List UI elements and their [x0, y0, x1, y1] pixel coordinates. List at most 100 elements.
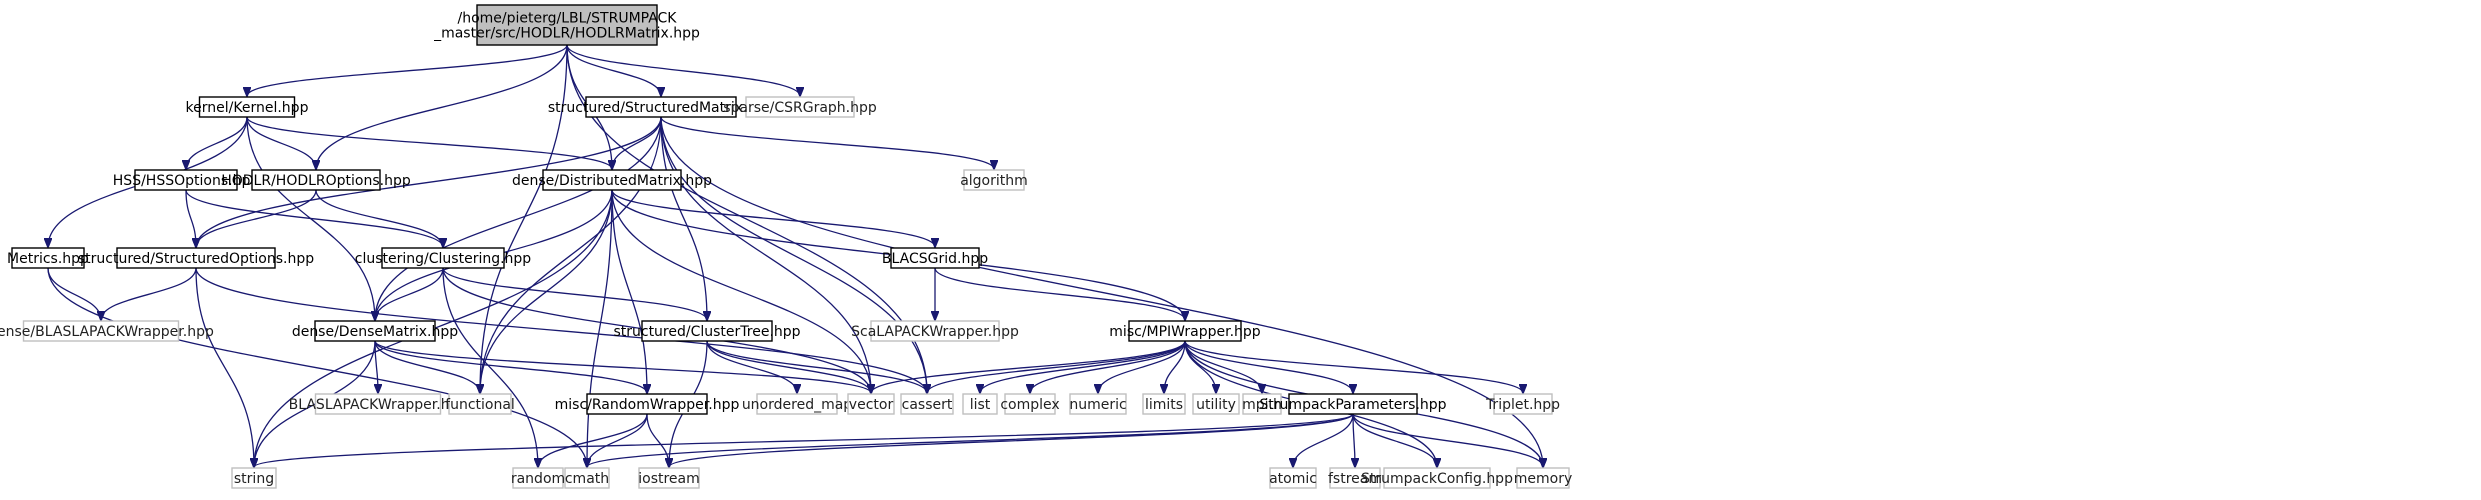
edge-densemat-to-functional [374, 340, 480, 393]
node-label-atomic: atomic [1269, 471, 1317, 487]
node-box-vector [847, 393, 895, 415]
edge-root-to-hodlropt [316, 44, 568, 169]
edge-structured-to-clustertree [660, 116, 707, 320]
node-mpiwrapper[interactable]: misc/MPIWrapper.hpp [1109, 320, 1261, 342]
node-cassert: cassert [900, 393, 954, 415]
edge-strumparams-to-string [254, 413, 1354, 467]
edge-distmat-to-vector [611, 189, 871, 393]
node-label-random: random [511, 471, 565, 487]
edge-clustertree-to-cassert [706, 340, 927, 393]
node-label-triplet: Triplet.hpp [1485, 397, 1560, 413]
node-box-hodlropt [251, 169, 381, 191]
edge-distmat-to-randomwrapper [611, 189, 647, 393]
node-box-mpih [1242, 393, 1282, 415]
node-blacsgrid[interactable]: BLACSGrid.hpp [882, 247, 988, 269]
node-atomic: atomic [1269, 467, 1317, 489]
node-box-list [962, 393, 998, 415]
node-box-mpiwrapper [1128, 320, 1242, 342]
edge-randomwrapper-to-iostream [646, 413, 669, 467]
node-box-metrics [11, 247, 85, 269]
node-label-root: /home/pieterg/LBL/STRUMPACK [458, 11, 678, 27]
edge-root-to-csrgraph [566, 44, 800, 96]
node-label-algorithm: algorithm [960, 173, 1028, 189]
node-label-structured: structured/StructuredMatrix.hpp [548, 100, 774, 116]
node-vector: vector [847, 393, 895, 415]
node-blaslapack: BLASLAPACKWrapper.hpp [289, 393, 468, 415]
edge-strumparams-to-iostream [669, 413, 1354, 467]
edge-clustering-to-random [442, 267, 538, 467]
node-numeric: numeric [1069, 393, 1127, 415]
node-label-cmath: cmath [565, 471, 609, 487]
node-box-triplet [1493, 393, 1553, 415]
node-label-cassert: cassert [902, 397, 953, 413]
node-triplet: Triplet.hpp [1485, 393, 1560, 415]
node-clustering[interactable]: clustering/Clustering.hpp [355, 247, 532, 269]
node-blaslapackdense: dense/BLASLAPACKWrapper.hpp [0, 320, 214, 342]
node-label-blacsgrid: BLACSGrid.hpp [882, 251, 988, 267]
node-hodlropt[interactable]: HODLR/HODLROptions.hpp [221, 169, 411, 191]
node-box-hssopt [134, 169, 238, 191]
node-label-utility: utility [1196, 397, 1236, 413]
node-label-limits: limits [1145, 397, 1183, 413]
edge-mpiwrapper-to-cassert [927, 340, 1186, 393]
edge-structured-to-structopt [196, 116, 662, 247]
node-kernel[interactable]: kernel/Kernel.hpp [186, 96, 309, 118]
node-box-csrgraph [745, 96, 855, 118]
node-box-limits [1142, 393, 1186, 415]
edge-metrics-to-cmath [47, 267, 587, 467]
node-metrics[interactable]: Metrics.hpp [7, 247, 89, 269]
node-box-strumparams [1288, 393, 1418, 415]
node-label-numeric: numeric [1069, 397, 1126, 413]
edge-mpiwrapper-to-triplet [1184, 340, 1523, 393]
node-label-root: _master/src/HODLR/HODLRMatrix.hpp [433, 26, 700, 42]
edge-hodlropt-to-structopt [196, 189, 317, 247]
node-label-string: string [234, 471, 274, 487]
node-label-blaslapack: BLASLAPACKWrapper.hpp [289, 397, 468, 413]
node-functional: functional [445, 393, 515, 415]
edge-clustering-to-clustertree [442, 267, 707, 320]
node-scalapack: ScaLAPACKWrapper.hpp [851, 320, 1019, 342]
node-iostream: iostream [638, 467, 700, 489]
node-strumparams[interactable]: StrumpackParameters.hpp [1259, 393, 1447, 415]
edge-root-to-kernel [247, 44, 568, 96]
node-randomwrapper[interactable]: misc/RandomWrapper.hpp [555, 393, 740, 415]
edge-densemat-to-blaslapack [375, 340, 378, 393]
node-label-unordered_map: unordered_map [742, 397, 852, 413]
edge-strumparams-to-fstream [1353, 413, 1355, 467]
node-label-clustering: clustering/Clustering.hpp [355, 251, 532, 267]
edge-structured-to-vector [660, 116, 871, 393]
node-clustertree[interactable]: structured/ClusterTree.hpp [613, 320, 801, 342]
node-root[interactable]: /home/pieterg/LBL/STRUMPACK_master/src/H… [433, 4, 700, 46]
node-label-hodlropt: HODLR/HODLROptions.hpp [221, 173, 411, 189]
node-box-blacsgrid [890, 247, 980, 269]
node-label-distmat: dense/DistributedMatrix.hpp [512, 173, 712, 189]
edge-distmat-to-cmath [587, 189, 613, 467]
node-distmat[interactable]: dense/DistributedMatrix.hpp [512, 169, 712, 191]
edge-root-to-functional [480, 44, 568, 393]
node-utility: utility [1192, 393, 1240, 415]
edge-structopt-to-cassert [195, 267, 927, 393]
node-label-clustertree: structured/ClusterTree.hpp [613, 324, 800, 340]
node-box-kernel [198, 96, 296, 118]
node-box-iostream [638, 467, 700, 489]
edge-mpiwrapper-to-limits [1164, 340, 1186, 393]
node-box-structopt [116, 247, 276, 269]
edge-clustertree-to-unordered_map [706, 340, 797, 393]
node-box-clustertree [641, 320, 773, 342]
node-box-functional [448, 393, 512, 415]
node-label-functional: functional [445, 397, 515, 413]
node-structopt[interactable]: structured/StructuredOptions.hpp [78, 247, 314, 269]
node-complex: complex [1000, 393, 1060, 415]
edge-strumparams-to-memory [1352, 413, 1543, 467]
node-densemat[interactable]: dense/DenseMatrix.hpp [292, 320, 458, 342]
node-hssopt[interactable]: HSS/HSSOptions.hpp [113, 169, 260, 191]
node-limits: limits [1142, 393, 1186, 415]
node-structured[interactable]: structured/StructuredMatrix.hpp [548, 96, 774, 118]
node-label-fstream: fstream [1328, 471, 1382, 487]
node-string: string [231, 467, 277, 489]
edge-mpiwrapper-to-strumparams [1184, 340, 1353, 393]
node-label-vector: vector [849, 397, 894, 413]
edge-mpiwrapper-to-mpih [1184, 340, 1262, 393]
edge-structured-to-algorithm [660, 116, 994, 169]
